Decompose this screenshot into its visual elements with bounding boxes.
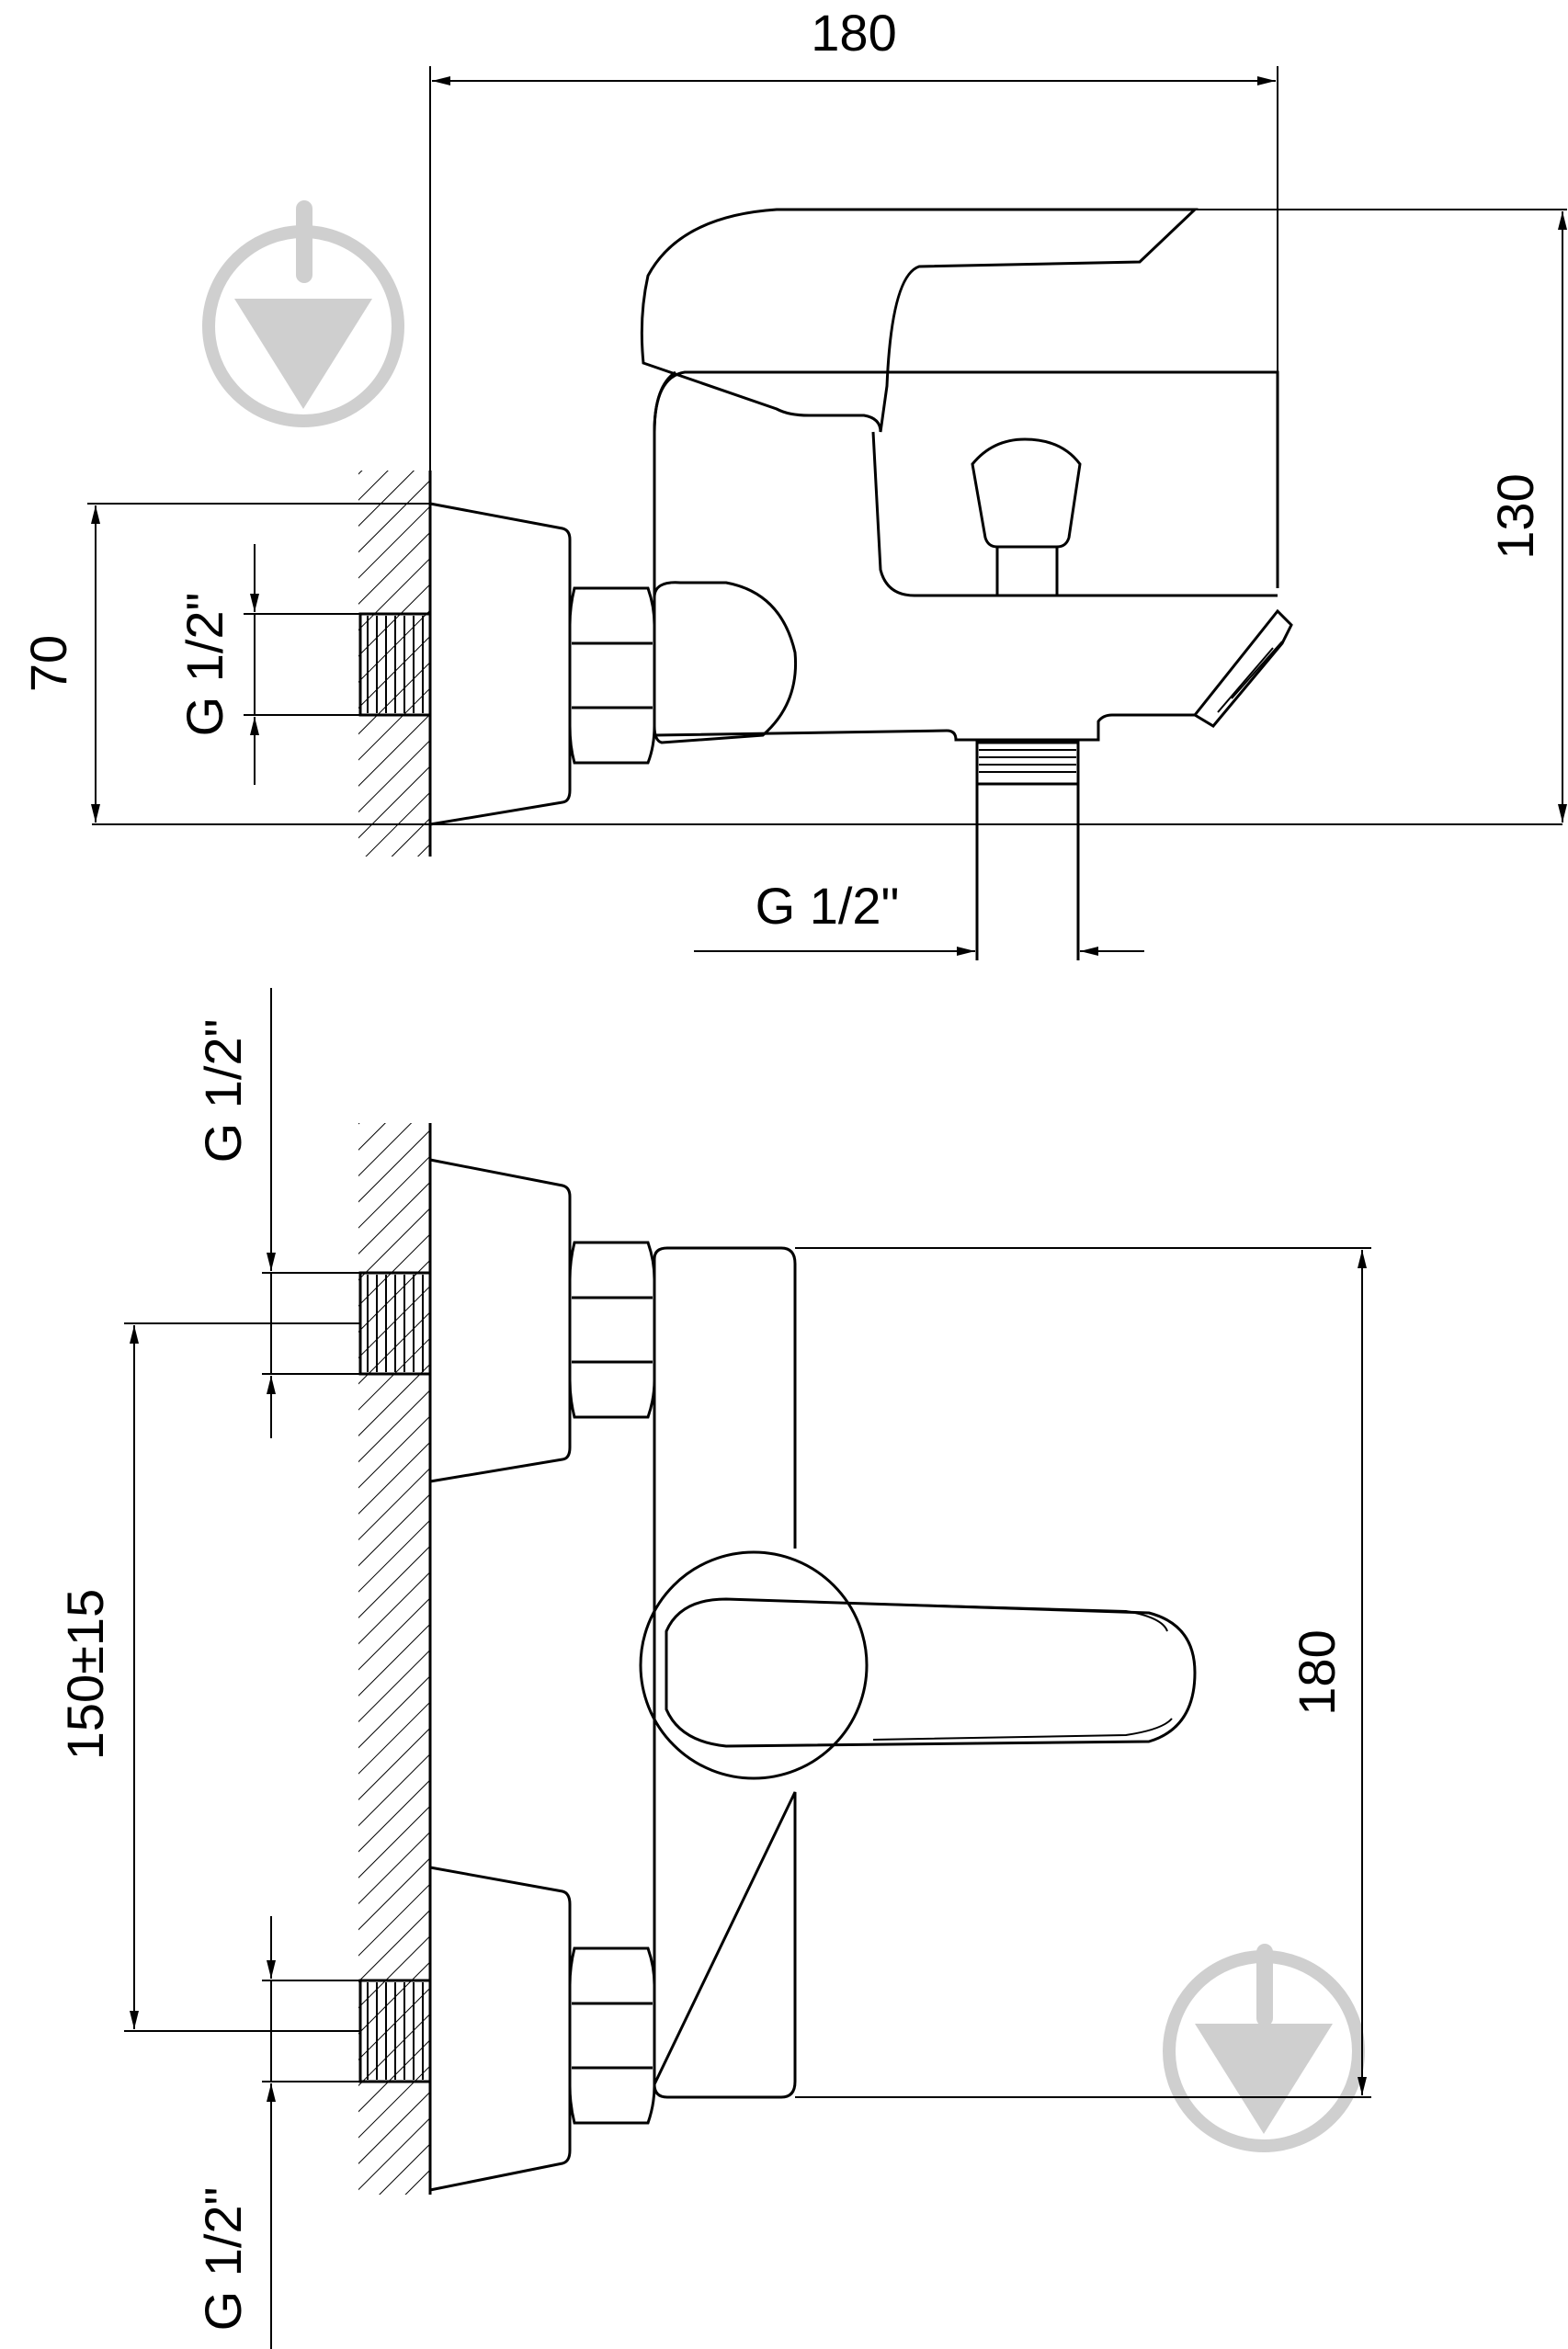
dim-bottom-thread-label: G 1/2": [194, 2187, 252, 2332]
outlet-thread: [975, 741, 1080, 786]
cartridge-cover: [639, 1550, 869, 1780]
dim-front-height-label: 180: [1288, 1629, 1346, 1715]
mixer-body-cap: [653, 581, 798, 744]
dim-outlet-thread-label: G 1/2": [756, 877, 900, 935]
shower-outlet: [1192, 608, 1293, 728]
dim-width-label: 180: [811, 4, 896, 62]
mixer-body-bottom: [653, 713, 1195, 742]
dim-spacing-label: 150±15: [56, 1589, 114, 1760]
inlet-thread: [358, 612, 432, 717]
front-view: 180 150±15 G 1/2" G 1/2": [56, 988, 1371, 2349]
watermark-logo-bottom: [1163, 1944, 1365, 2152]
watermark-logo-top: [202, 200, 404, 427]
front-body: [653, 1246, 797, 1549]
wall-flange: [429, 502, 572, 826]
mixer-body-outline: [653, 370, 1279, 597]
lever-handle-side: [640, 208, 1199, 433]
upper-hex-nut: [568, 1241, 656, 1419]
lever-handle-front: [665, 1597, 1197, 1748]
hex-nut-side: [568, 586, 656, 765]
upper-flange: [429, 1158, 572, 1483]
lower-hex-nut: [568, 1946, 656, 2125]
side-view: 180 130 70 G 1/2" G 1/2": [19, 4, 1567, 960]
dim-height-label: 130: [1486, 473, 1544, 559]
dim-wall-height-label: 70: [19, 635, 77, 692]
dim-inlet-thread-label: G 1/2": [176, 593, 233, 737]
diverter-knob: [971, 437, 1082, 549]
lower-flange: [429, 1866, 572, 2192]
dim-top-thread-label: G 1/2": [194, 1019, 252, 1163]
